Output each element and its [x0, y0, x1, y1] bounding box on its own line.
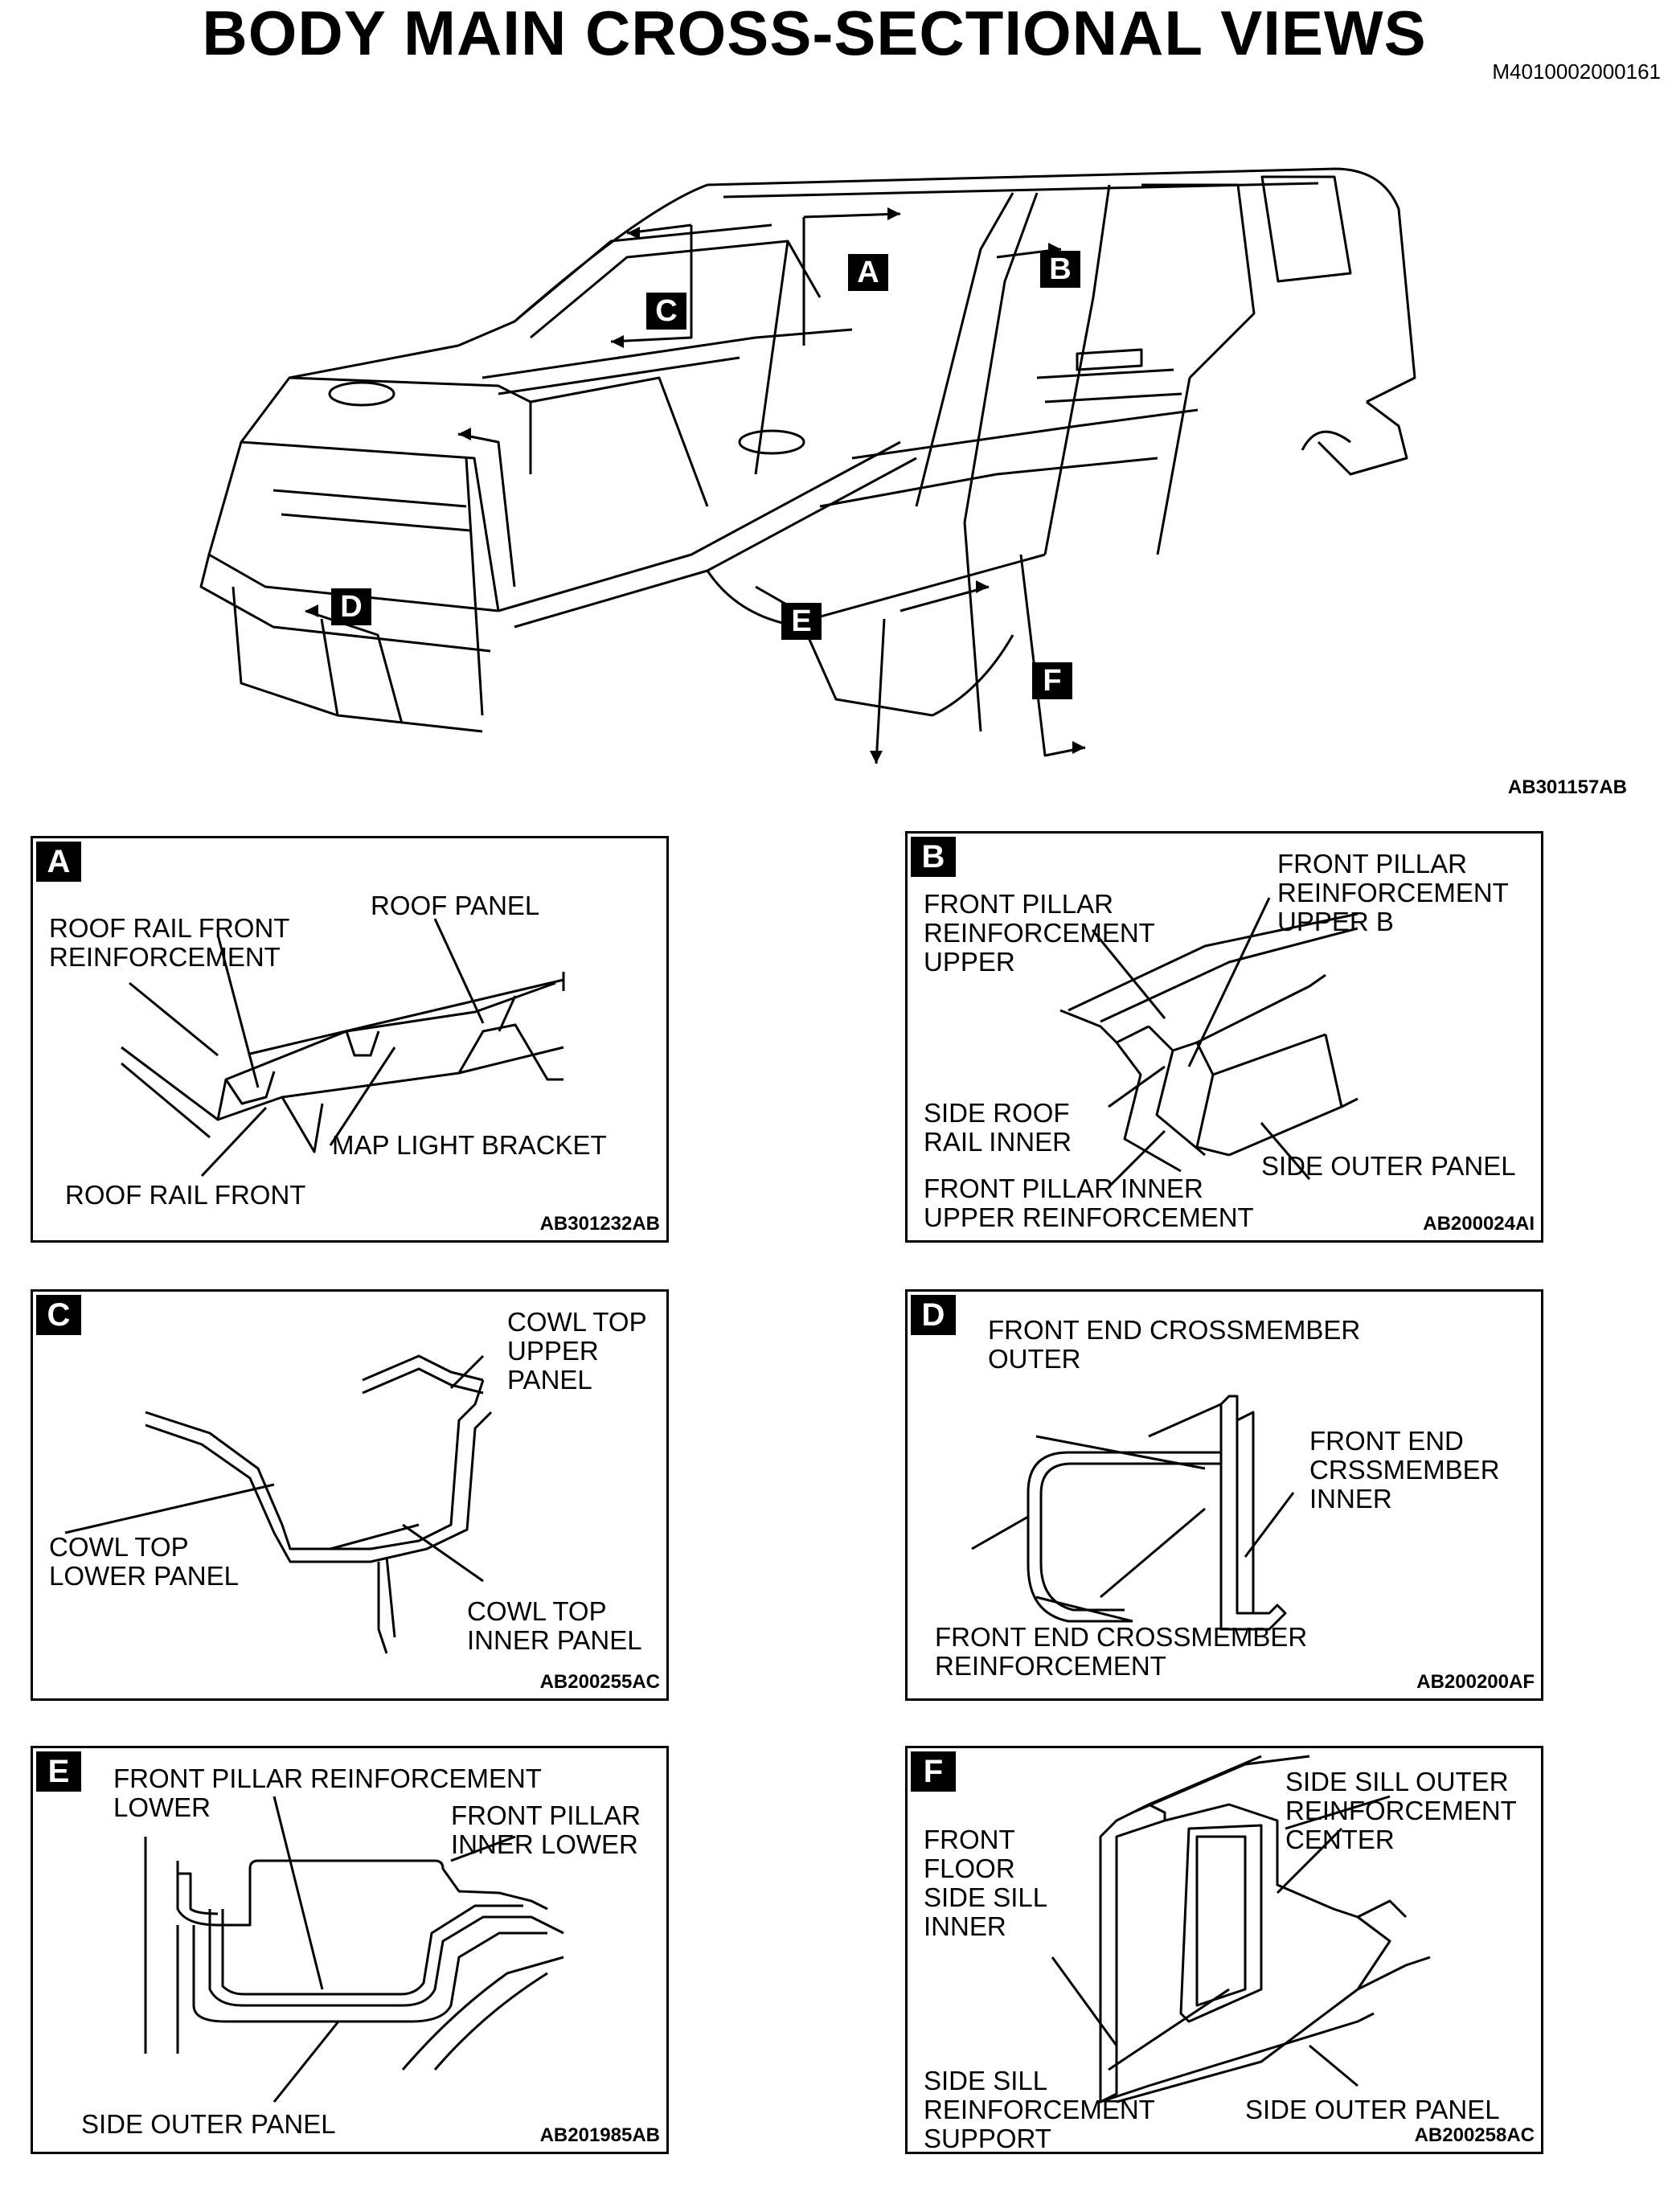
label-side-sill-outer-reinforcement-center: SIDE SILL OUTER REINFORCEMENT CENTER	[1285, 1767, 1517, 1854]
panel-b-id: AB200024AI	[1423, 1213, 1535, 1235]
section-f-drawing	[1051, 1755, 1431, 2103]
section-b-drawing	[1059, 897, 1358, 1189]
panel-e-badge: E	[36, 1751, 81, 1792]
section-panel-b: B FRONT PILLAR REINFORCEMENT UPPER FRONT…	[905, 831, 1543, 1243]
label-front-pillar-reinforcement-upper-b: FRONT PILLAR REINFORCEMENT UPPER B	[1277, 849, 1509, 936]
callout-a: A	[848, 254, 888, 291]
section-panel-e: E FRONT PILLAR REINFORCEMENT LOWER FRONT…	[31, 1746, 669, 2154]
section-d-drawing	[971, 1395, 1295, 1631]
label-roof-rail-front-reinforcement: ROOF RAIL FRONT REINFORCEMENT	[49, 913, 290, 972]
callout-d: D	[331, 588, 371, 625]
main-figure-id: AB301157AB	[1507, 776, 1627, 798]
label-cowl-top-inner-panel: COWL TOP INNER PANEL	[467, 1596, 642, 1655]
label-cowl-top-lower-panel: COWL TOP LOWER PANEL	[49, 1532, 239, 1591]
label-roof-rail-front: ROOF RAIL FRONT	[65, 1180, 306, 1210]
label-side-outer-panel-b: SIDE OUTER PANEL	[1261, 1151, 1516, 1181]
label-front-pillar-inner-lower: FRONT PILLAR INNER LOWER	[451, 1800, 641, 1859]
label-front-end-crssmember-inner: FRONT END CRSSMEMBER INNER	[1309, 1426, 1500, 1514]
panel-a-badge: A	[36, 842, 81, 882]
label-side-sill-reinforcement-support: SIDE SILL REINFORCEMENT SUPPORT	[924, 2066, 1155, 2153]
callout-e: E	[781, 603, 822, 640]
section-panel-f: F FRONT FLOOR SIDE SILL INNER SIDE SILL …	[905, 1746, 1543, 2154]
label-side-roof-rail-inner: SIDE ROOF RAIL INNER	[924, 1098, 1072, 1157]
callout-f: F	[1032, 662, 1072, 699]
label-front-pillar-inner-upper-reinforcement: FRONT PILLAR INNER UPPER REINFORCEMENT	[924, 1174, 1254, 1232]
label-front-pillar-reinforcement-upper: FRONT PILLAR REINFORCEMENT UPPER	[924, 889, 1155, 977]
label-side-outer-panel-f: SIDE OUTER PANEL	[1245, 2095, 1500, 2124]
section-a-drawing	[121, 918, 565, 1178]
section-panel-d: D FRONT END CROSSMEMBER OUTER FRONT END …	[905, 1289, 1543, 1701]
label-front-floor-side-sill-inner: FRONT FLOOR SIDE SILL INNER	[924, 1825, 1048, 1941]
panel-b-badge: B	[911, 837, 956, 877]
callout-b: B	[1040, 251, 1080, 288]
section-e-drawing	[144, 1796, 564, 2103]
panel-d-badge: D	[911, 1295, 956, 1335]
label-roof-panel: ROOF PANEL	[371, 891, 540, 920]
label-front-pillar-reinforcement-lower: FRONT PILLAR REINFORCEMENT LOWER	[113, 1763, 542, 1822]
label-map-light-bracket: MAP LIGHT BRACKET	[332, 1130, 607, 1160]
panel-e-id: AB201985AB	[539, 2124, 660, 2146]
label-side-outer-panel-e: SIDE OUTER PANEL	[81, 2109, 336, 2139]
section-panel-c: C COWL TOP UPPER PANEL COWL TOP LOWER PA…	[31, 1289, 669, 1701]
panel-c-badge: C	[36, 1295, 81, 1335]
page-title: BODY MAIN CROSS-SECTIONAL VIEWS	[202, 0, 1427, 68]
label-front-end-crossmember-reinforcement: FRONT END CROSSMEMBER REINFORCEMENT	[935, 1622, 1308, 1681]
panel-c-id: AB200255AC	[539, 1671, 660, 1693]
label-cowl-top-upper-panel: COWL TOP UPPER PANEL	[507, 1307, 647, 1395]
callout-c: C	[646, 293, 686, 330]
panel-f-badge: F	[911, 1751, 956, 1792]
section-c-drawing	[64, 1354, 493, 1654]
document-id: M4010002000161	[1492, 59, 1661, 84]
label-front-end-crossmember-outer: FRONT END CROSSMEMBER OUTER	[988, 1315, 1361, 1374]
panel-d-id: AB200200AF	[1416, 1671, 1535, 1693]
car-body-illustration	[199, 167, 1416, 764]
panel-f-id: AB200258AC	[1414, 2124, 1535, 2146]
section-panel-a: A ROOF RAIL FRONT REINFORCEMENT ROOF PAN…	[31, 836, 669, 1243]
panel-a-id: AB301232AB	[539, 1213, 660, 1235]
